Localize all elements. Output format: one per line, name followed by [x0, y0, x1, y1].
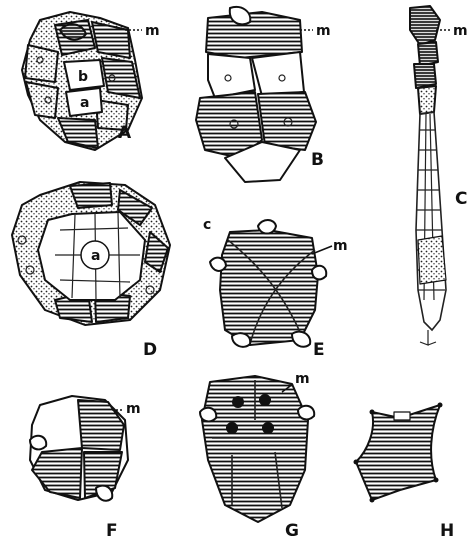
cell-label-a-d: a: [91, 248, 100, 264]
panel-e-drawing: [210, 220, 332, 347]
marker-label-b: m: [316, 23, 331, 39]
panel-label-a: A: [118, 123, 132, 143]
panel-label-c: C: [455, 189, 467, 209]
marker-label-g: m: [295, 371, 310, 387]
marker-label-a: m: [145, 23, 160, 39]
marker-label-f: m: [126, 401, 141, 417]
marker-label-c: m: [453, 23, 468, 39]
cell-label-b: b: [78, 69, 88, 85]
cell-label-c: c: [203, 217, 211, 233]
cell-label-a: a: [80, 95, 89, 111]
panel-label-f: F: [106, 521, 118, 541]
panel-label-g: G: [285, 521, 299, 541]
panel-b-drawing: [196, 7, 316, 182]
panel-g-drawing: [200, 376, 314, 522]
panel-label-h: H: [440, 521, 454, 541]
panel-label-d: D: [143, 340, 157, 360]
panel-c-drawing: [410, 6, 450, 345]
panel-f-drawing: [30, 396, 128, 501]
panel-h-drawing: [354, 403, 443, 503]
panel-label-e: E: [313, 340, 325, 360]
panel-label-b: B: [311, 150, 324, 170]
marker-label-e: m: [333, 238, 348, 254]
